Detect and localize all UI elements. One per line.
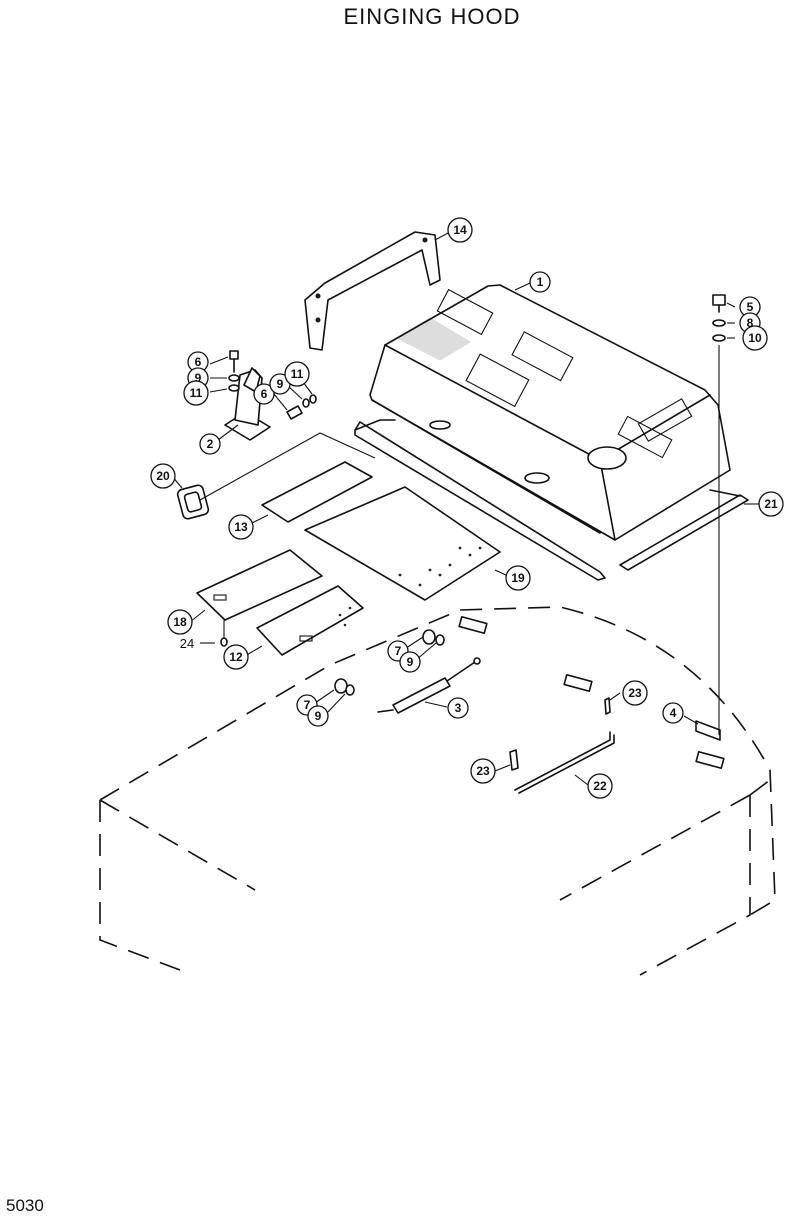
- part-pins-23: [509, 697, 611, 771]
- bolt-6-right: [286, 405, 303, 420]
- callout-22: 22: [587, 773, 613, 799]
- callout-9-upper: 9: [399, 651, 421, 673]
- part-hood: [369, 284, 731, 541]
- part-seal-strips: [354, 419, 749, 581]
- part-stay-bracket: [304, 231, 441, 351]
- svg-text:18: 18: [173, 615, 187, 629]
- part-grommet: [176, 484, 210, 520]
- leader-lines: [171, 231, 760, 786]
- svg-text:2: 2: [207, 437, 214, 451]
- svg-text:23: 23: [476, 764, 490, 778]
- svg-text:14: 14: [453, 223, 467, 237]
- svg-text:21: 21: [764, 497, 778, 511]
- part-rod-22: [514, 731, 615, 794]
- part-insulation-13: [261, 461, 373, 523]
- part-insulation-large: [199, 432, 376, 501]
- part-latches: [458, 616, 725, 769]
- svg-text:22: 22: [593, 779, 607, 793]
- svg-text:9: 9: [407, 655, 414, 669]
- page-number: 5030: [6, 1196, 44, 1215]
- part-rivet-24: [220, 620, 228, 647]
- page-title: EINGING HOOD: [343, 4, 521, 29]
- svg-text:24: 24: [180, 636, 194, 651]
- svg-text:3: 3: [455, 701, 462, 715]
- callout-4: 4: [662, 702, 684, 724]
- part-nuts-7-9: [334, 629, 445, 696]
- bolt-6-left: [229, 350, 239, 373]
- part-hood-lock: [224, 367, 271, 441]
- callout-12: 12: [223, 644, 249, 670]
- callout-3: 3: [447, 697, 469, 719]
- svg-text:11: 11: [291, 367, 304, 381]
- callout-1: 1: [529, 271, 551, 293]
- callout-9-lower: 9: [307, 705, 329, 727]
- part-insulation-19: [304, 486, 501, 601]
- svg-text:20: 20: [156, 469, 170, 483]
- svg-text:4: 4: [670, 706, 677, 720]
- callout-11-right: 11: [284, 361, 310, 387]
- svg-text:19: 19: [511, 571, 525, 585]
- callout-23-right: 23: [622, 680, 648, 706]
- callout-10: 10: [742, 325, 768, 351]
- svg-text:6: 6: [261, 387, 268, 401]
- svg-text:9: 9: [195, 371, 202, 385]
- callout-20: 20: [150, 463, 176, 489]
- part-bolt-5: [712, 294, 726, 735]
- callout-6-right: 6: [253, 383, 275, 405]
- svg-text:23: 23: [628, 686, 642, 700]
- callout-21: 21: [758, 491, 784, 517]
- callout-13: 13: [228, 514, 254, 540]
- svg-text:5: 5: [747, 300, 754, 314]
- part-cover-12: [256, 585, 364, 656]
- svg-text:1: 1: [537, 275, 544, 289]
- callout-19: 19: [505, 565, 531, 591]
- svg-text:7: 7: [304, 698, 311, 712]
- svg-text:10: 10: [748, 331, 762, 345]
- svg-text:9: 9: [277, 377, 284, 391]
- callout-23-left: 23: [470, 758, 496, 784]
- part-gas-spring: [377, 657, 481, 714]
- callout-24: 24: [180, 636, 194, 651]
- svg-text:13: 13: [234, 520, 248, 534]
- washers-left: [228, 374, 317, 408]
- machine-body-outline: [99, 606, 776, 976]
- svg-text:9: 9: [315, 709, 322, 723]
- svg-text:12: 12: [229, 650, 243, 664]
- svg-text:8: 8: [747, 316, 754, 330]
- part-cover-18: [196, 549, 323, 621]
- svg-text:7: 7: [395, 644, 402, 658]
- callout-2: 2: [199, 433, 221, 455]
- callout-14: 14: [447, 217, 473, 243]
- svg-text:11: 11: [190, 386, 203, 400]
- callout-18: 18: [167, 609, 193, 635]
- svg-text:6: 6: [195, 355, 202, 369]
- callout-11-left: 11: [183, 380, 209, 406]
